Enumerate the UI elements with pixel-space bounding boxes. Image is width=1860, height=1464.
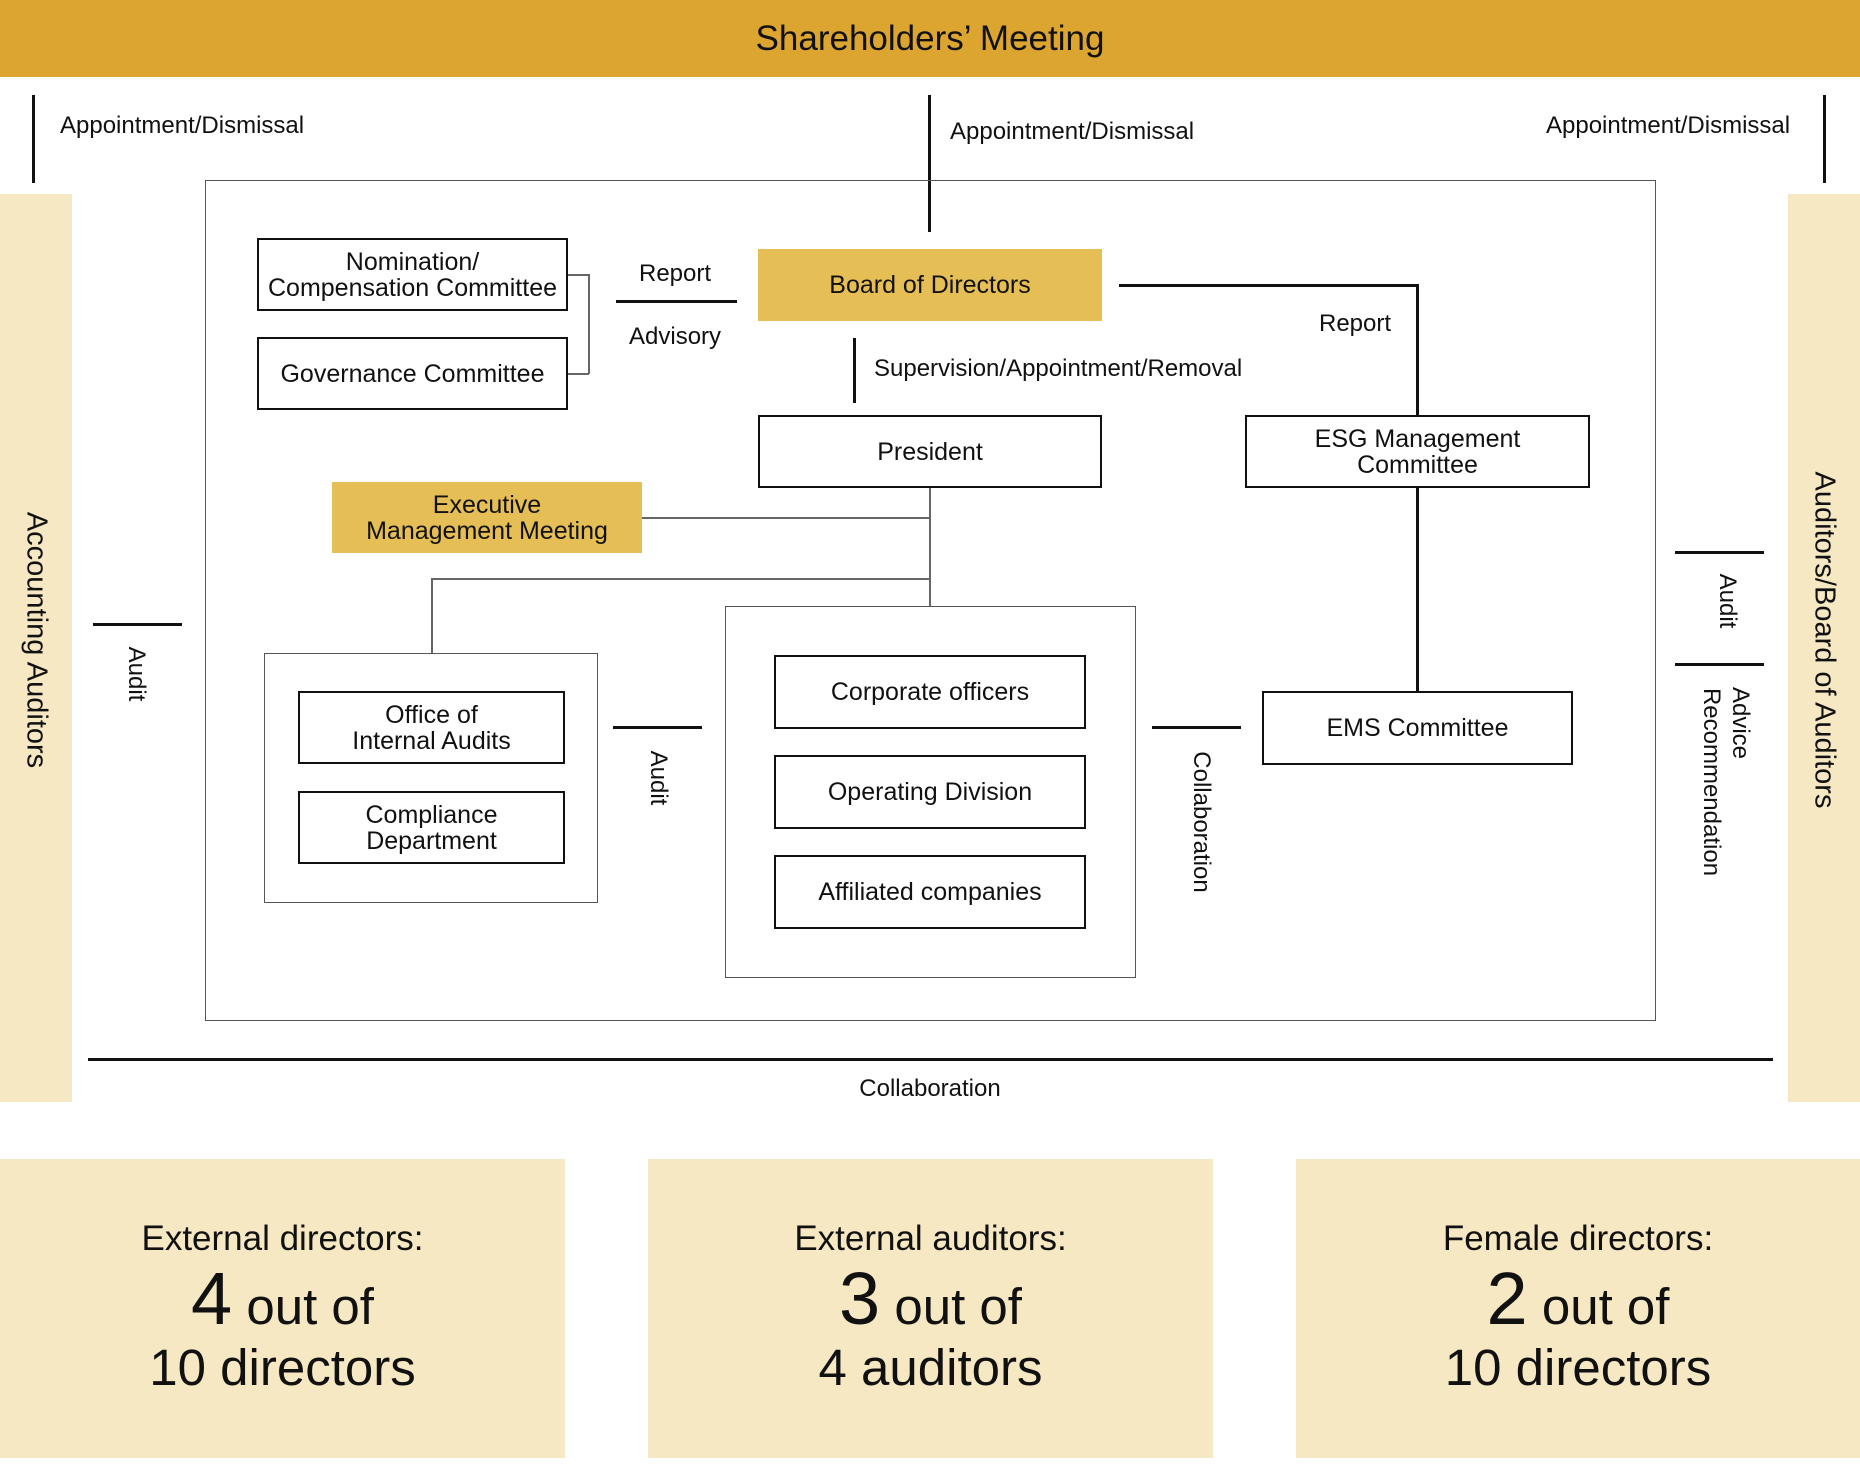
shareholders-meeting-title: Shareholders’ Meeting [755, 18, 1105, 58]
stat-label: Female directors: [1442, 1218, 1714, 1258]
operating-division-label: Operating Division [827, 778, 1033, 806]
compliance-line2: Department [366, 826, 497, 855]
stat-suffix: out of [232, 1277, 374, 1335]
audit-line-left [93, 623, 182, 626]
internal-audits-line2: Internal Audits [352, 726, 511, 755]
compliance-line1: Compliance [365, 800, 498, 829]
executive-management-meeting: Executive Management Meeting [332, 482, 642, 553]
governance-committee: Governance Committee [257, 337, 568, 410]
exec-line2: Management Meeting [366, 516, 608, 545]
audit-label-left: Audit [123, 646, 150, 702]
compliance-department: Compliance Department [298, 791, 565, 864]
board-label: Board of Directors [829, 271, 1031, 299]
stat-line1: 4 out of [191, 1261, 374, 1337]
collaboration-line-inner [1152, 726, 1241, 729]
supervision-line [853, 338, 856, 403]
internal-audits-line1: Office of [385, 700, 478, 729]
stat-card-external-auditors: External auditors: 3 out of 4 auditors [648, 1159, 1213, 1458]
supervision-label: Supervision/Appointment/Removal [874, 355, 1243, 382]
audit-line-right [1675, 551, 1764, 554]
stat-number: 4 [191, 1256, 233, 1340]
stat-card-external-directors: External directors: 4 out of 10 director… [0, 1159, 565, 1458]
accounting-auditors-panel [0, 194, 72, 1102]
operations-group [725, 606, 1136, 978]
stat-label: External directors: [141, 1218, 424, 1258]
corporate-officers-label: Corporate officers [830, 678, 1030, 706]
stat-suffix: out of [1527, 1277, 1670, 1335]
ems-committee: EMS Committee [1262, 691, 1573, 765]
collaboration-label-bottom: Collaboration [859, 1075, 1001, 1102]
nomination-line1: Nomination/ [345, 247, 480, 276]
recommendation-label: Recommendation [1698, 687, 1725, 877]
governance-label: Governance Committee [280, 359, 545, 388]
nomination-line2: Compensation Committee [267, 273, 557, 302]
audit-branch-vertical [431, 578, 433, 653]
stat-line2: 4 auditors [818, 1338, 1043, 1396]
report-label-right: Report [1319, 310, 1392, 337]
accounting-auditors-label: Accounting Auditors [20, 511, 53, 769]
appointment-line-left [32, 95, 35, 183]
advisory-label: Advisory [629, 323, 722, 350]
stat-suffix: out of [880, 1277, 1022, 1335]
advice-line-right [1675, 663, 1764, 666]
stat-line1: 2 out of [1487, 1261, 1670, 1337]
affiliated-companies: Affiliated companies [774, 855, 1086, 929]
ems-label: EMS Committee [1326, 714, 1509, 742]
stat-line2: 10 directors [1444, 1338, 1712, 1396]
committee-bracket-top [568, 274, 589, 276]
report-advisory-line [616, 300, 737, 303]
report-label-top: Report [639, 260, 712, 287]
operating-division: Operating Division [774, 755, 1086, 829]
auditors-board-panel [1788, 194, 1860, 1102]
stat-line2: 10 directors [149, 1338, 416, 1396]
president-trunk [929, 488, 931, 606]
president: President [758, 415, 1102, 488]
committee-bracket-bottom [568, 373, 589, 375]
affiliated-companies-label: Affiliated companies [818, 878, 1042, 906]
nomination-compensation-committee: Nomination/ Compensation Committee [257, 238, 568, 311]
stat-number: 3 [839, 1256, 881, 1340]
stat-label: External auditors: [794, 1218, 1067, 1258]
advice-label: Advice [1727, 686, 1754, 760]
collaboration-label-inner: Collaboration [1188, 751, 1215, 893]
auditors-board-label: Auditors/Board of Auditors [1808, 471, 1841, 809]
esg-ems-line [1416, 488, 1419, 692]
esg-management-committee: ESG Management Committee [1245, 415, 1590, 488]
audit-label-inner: Audit [645, 750, 672, 806]
appointment-label-center: Appointment/Dismissal [950, 118, 1195, 145]
stat-line1: 3 out of [839, 1261, 1022, 1337]
stat-number: 2 [1486, 1256, 1528, 1340]
board-esg-line-horizontal [1119, 284, 1419, 287]
board-esg-line-vertical [1416, 284, 1419, 415]
collaboration-line-bottom [88, 1058, 1773, 1061]
shareholders-meeting-banner: Shareholders’ Meeting [0, 0, 1860, 77]
president-label: President [877, 437, 983, 466]
corporate-officers: Corporate officers [774, 655, 1086, 729]
committee-bracket-vertical [588, 274, 590, 374]
appointment-line-center [928, 95, 931, 232]
internal-audit-group [264, 653, 598, 903]
exec-line1: Executive [432, 490, 542, 519]
appointment-line-right [1823, 95, 1826, 183]
corporate-frame [205, 180, 1656, 1021]
esg-line2: Committee [1357, 450, 1478, 479]
office-of-internal-audits: Office of Internal Audits [298, 691, 565, 764]
appointment-label-right: Appointment/Dismissal [1546, 112, 1791, 139]
exec-connector [642, 517, 930, 519]
audit-label-right: Audit [1714, 573, 1741, 629]
audit-branch-horizontal [431, 578, 930, 580]
esg-line1: ESG Management [1314, 424, 1521, 453]
board-of-directors: Board of Directors [758, 249, 1102, 321]
appointment-label-left: Appointment/Dismissal [60, 112, 305, 139]
stat-card-female-directors: Female directors: 2 out of 10 directors [1296, 1159, 1860, 1458]
audit-line-inner [613, 726, 702, 729]
